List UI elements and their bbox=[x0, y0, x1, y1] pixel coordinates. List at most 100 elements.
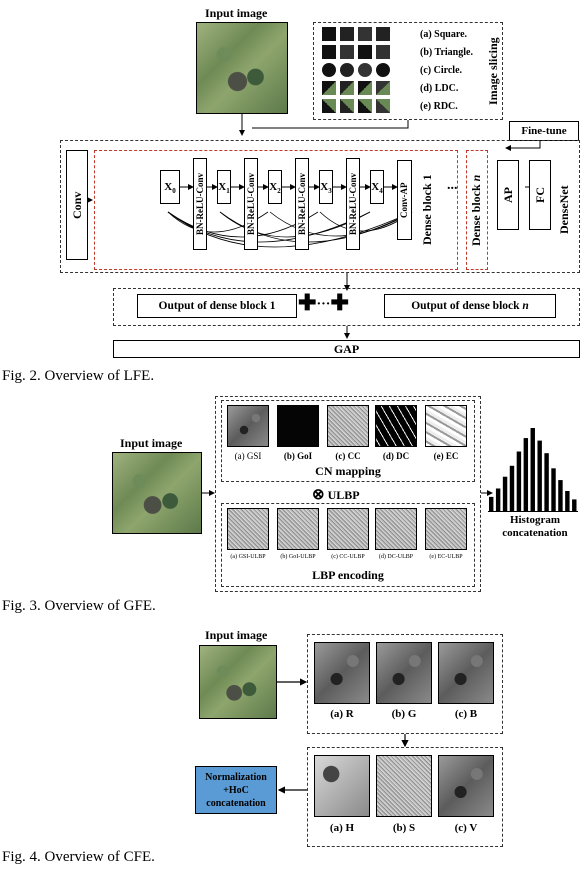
hsv-h-img bbox=[314, 755, 370, 817]
fig2-caption: Fig. 2. Overview of LFE. bbox=[2, 368, 155, 384]
fig4-arrows bbox=[277, 678, 409, 794]
slicing-item-c: (c) Circle. bbox=[420, 65, 463, 76]
slicing-item-e: (e) RDC. bbox=[420, 101, 458, 112]
slicing-item-a: (a) Square. bbox=[420, 29, 468, 40]
lbp-encoding-box bbox=[221, 503, 475, 587]
cn-label-b: (b) GoI bbox=[283, 451, 313, 461]
histogram-bar bbox=[489, 496, 494, 512]
rgb-g-img bbox=[376, 642, 432, 704]
histogram-bar bbox=[516, 451, 522, 512]
x4-node: X4 bbox=[370, 170, 384, 204]
lbp-label-e: (e) EC-ULBP bbox=[429, 554, 463, 560]
slicing-item-b: (b) Triangle. bbox=[420, 47, 473, 58]
lbp-label-b: (b) GoI-ULBP bbox=[280, 554, 316, 560]
lbp-goi-img bbox=[277, 508, 319, 550]
fig3-input-label: Input image bbox=[120, 436, 183, 450]
fig4-input-image bbox=[199, 645, 277, 719]
histogram-bar bbox=[565, 491, 570, 512]
fig2-input-label: Input image bbox=[205, 6, 268, 20]
cn-mapping-title: CN mapping bbox=[315, 464, 381, 478]
conv-ap-box: Conv-AP bbox=[397, 160, 412, 240]
cn-label-d: (d) DC bbox=[382, 451, 410, 461]
fig3-arrows bbox=[202, 490, 493, 496]
dense-block-n-label: Dense block n bbox=[469, 174, 483, 246]
hsv-box bbox=[307, 747, 503, 847]
fig2-input-image bbox=[196, 22, 288, 114]
x3-node: X3 bbox=[319, 170, 333, 204]
histogram-label: Histogram concatenation bbox=[502, 514, 568, 539]
hsv-v-img bbox=[438, 755, 494, 817]
histogram-bar bbox=[544, 453, 549, 512]
histogram-bar bbox=[551, 468, 556, 512]
slicing-item-d: (d) LDC. bbox=[420, 83, 459, 94]
plus-dots: ✚···✚ bbox=[298, 290, 349, 315]
histogram-bar bbox=[495, 488, 501, 512]
fc-box: FC bbox=[529, 160, 551, 230]
rgb-label-b: (c) B bbox=[454, 708, 478, 720]
histogram-bar bbox=[530, 428, 535, 512]
fig3-caption: Fig. 3. Overview of GFE. bbox=[2, 598, 156, 614]
cn-label-e: (e) EC bbox=[433, 451, 459, 461]
otimes-icon: ⊗ bbox=[312, 487, 325, 503]
lbp-cc-img bbox=[327, 508, 369, 550]
cn-gsi-img bbox=[227, 405, 269, 447]
histogram bbox=[488, 424, 578, 512]
fig4-input-label: Input image bbox=[205, 628, 268, 642]
fig2-slicing-box bbox=[313, 22, 503, 120]
histogram-bar bbox=[523, 438, 529, 512]
conv-box: Conv bbox=[66, 150, 88, 260]
bn-relu-conv-1: BN-ReLU-Conv bbox=[193, 158, 207, 250]
cn-mapping-box bbox=[221, 400, 475, 482]
cn-label-c: (c) CC bbox=[335, 451, 361, 461]
bn-relu-conv-2: BN-ReLU-Conv bbox=[244, 158, 258, 250]
rgb-r-img bbox=[314, 642, 370, 704]
lbp-label-c: (c) CC-ULBP bbox=[331, 554, 365, 560]
cn-ec-img bbox=[425, 405, 467, 447]
ellipsis: ... bbox=[447, 178, 458, 193]
dense-block-n-box bbox=[466, 150, 488, 270]
dense-block-1-box bbox=[94, 150, 458, 270]
output-dense-n: Output of dense block n bbox=[384, 294, 556, 318]
outputs-box bbox=[113, 288, 580, 326]
rgb-label-r: (a) R bbox=[330, 708, 354, 720]
histogram-bar bbox=[509, 465, 515, 512]
ap-box: AP bbox=[497, 160, 519, 230]
ulbp-label: ⊗ ULBP bbox=[312, 487, 360, 503]
histogram-svg bbox=[488, 428, 578, 512]
histogram-bar bbox=[537, 440, 542, 512]
densenet-label: DenseNet bbox=[557, 185, 571, 235]
histogram-bar bbox=[572, 499, 577, 512]
rgb-label-g: (b) G bbox=[391, 708, 417, 720]
cn-cc-img bbox=[327, 405, 369, 447]
rgb-box bbox=[307, 634, 503, 734]
lbp-encoding-title: LBP encoding bbox=[312, 568, 384, 582]
fig3-outer-box bbox=[215, 396, 481, 592]
hsv-label-s: (b) S bbox=[392, 822, 416, 834]
hsv-label-v: (c) V bbox=[454, 822, 478, 834]
output-dense-1: Output of dense block 1 bbox=[137, 294, 297, 318]
lbp-ec-img bbox=[425, 508, 467, 550]
densenet-box bbox=[60, 140, 580, 273]
lbp-dc-img bbox=[375, 508, 417, 550]
fig3-input-image bbox=[112, 452, 202, 534]
histogram-bar bbox=[558, 480, 563, 512]
fig4-caption: Fig. 4. Overview of CFE. bbox=[2, 849, 155, 865]
histogram-bar bbox=[502, 476, 508, 512]
x1-node: X1 bbox=[217, 170, 231, 204]
dense-block-1-label: Dense block 1 bbox=[420, 174, 434, 246]
rgb-b-img bbox=[438, 642, 494, 704]
lbp-gsi-img bbox=[227, 508, 269, 550]
cn-goi-img bbox=[277, 405, 319, 447]
x2-node: X2 bbox=[268, 170, 282, 204]
hsv-label-h: (a) H bbox=[329, 822, 355, 834]
cn-label-a: (a) GSI bbox=[234, 451, 262, 461]
hsv-s-img bbox=[376, 755, 432, 817]
x0-node: X0 bbox=[160, 170, 180, 204]
bn-relu-conv-3: BN-ReLU-Conv bbox=[295, 158, 309, 250]
gap-box: GAP bbox=[113, 340, 580, 358]
bn-relu-conv-4: BN-ReLU-Conv bbox=[346, 158, 360, 250]
normalization-box: Normalization +HoC concatenation bbox=[195, 766, 277, 814]
lbp-label-a: (a) GSI-ULBP bbox=[230, 554, 266, 560]
cn-dc-img bbox=[375, 405, 417, 447]
lbp-label-d: (d) DC-ULBP bbox=[378, 554, 414, 560]
